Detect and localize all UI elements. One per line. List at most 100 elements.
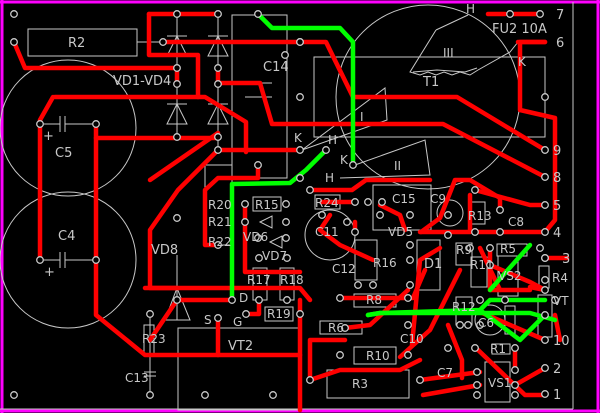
pad [241, 218, 249, 226]
pad [404, 294, 412, 302]
pad [92, 120, 100, 128]
pad [36, 120, 44, 128]
pad [159, 38, 167, 46]
pad [296, 93, 304, 101]
label-r5: R5 [500, 242, 516, 256]
pad [466, 244, 474, 252]
pin-k-right: K [518, 55, 527, 69]
pad [10, 38, 18, 46]
label-vd1-vd4: VD1-VD4 [113, 74, 171, 89]
pad [255, 296, 263, 304]
pin-k-mid: K [340, 153, 349, 167]
pad [146, 391, 154, 399]
label-fu2: FU2 10A [492, 22, 547, 37]
label-vd5: VD5 [388, 225, 413, 239]
pad [214, 80, 222, 88]
label-r18: R18 [280, 273, 304, 287]
label-r15: R15 [255, 198, 279, 212]
terminal-1: 1 [553, 388, 561, 403]
pad [541, 254, 549, 262]
label-r13: R13 [468, 209, 492, 223]
pad [511, 344, 519, 352]
plus-c5: + [43, 129, 54, 144]
label-r24: R24 [315, 196, 339, 210]
label-c6: C6 [478, 316, 494, 330]
label-d1: D1 [424, 257, 442, 272]
pad [464, 321, 472, 329]
label-r10: R10 [366, 349, 390, 363]
pad [214, 241, 222, 249]
label-c8: C8 [508, 215, 524, 229]
pad [541, 228, 549, 236]
label-r21: R21 [208, 215, 232, 229]
label-c11: C11 [315, 225, 339, 239]
pad [536, 244, 544, 252]
red-traces [11, 11, 570, 413]
label-r2: R2 [68, 36, 85, 51]
pad [254, 234, 262, 242]
label-r23: R23 [142, 332, 166, 346]
pad [511, 366, 519, 374]
c4-outline [0, 191, 137, 329]
pad [471, 228, 479, 236]
pad [541, 336, 549, 344]
pin-h-mid: H [328, 133, 337, 147]
label-r6: R6 [328, 321, 344, 335]
label-vd7: VD7 [262, 249, 287, 263]
pad [476, 321, 484, 329]
pad [541, 93, 549, 101]
pad [541, 286, 549, 294]
label-r8: R8 [366, 293, 382, 307]
label-r17: R17 [247, 273, 271, 287]
d1-body [416, 239, 441, 291]
pad [173, 10, 181, 18]
pad [282, 234, 290, 242]
label-r9: R9 [456, 243, 472, 257]
label-r3: R3 [352, 377, 368, 391]
terminal-10: 10 [553, 334, 570, 349]
label-c4: C4 [58, 229, 75, 244]
pad [228, 296, 236, 304]
pad [486, 244, 494, 252]
pad [281, 51, 289, 59]
label-c15: C15 [392, 192, 416, 206]
pad [541, 311, 549, 319]
pads [10, 10, 559, 399]
pad [282, 218, 290, 226]
c5-outline [0, 59, 137, 197]
pad [254, 10, 262, 18]
terminal-6: 6 [556, 36, 564, 51]
pad [318, 211, 326, 219]
label-r19: R19 [267, 307, 291, 321]
pad [511, 381, 519, 389]
pad [214, 64, 222, 72]
pad [351, 228, 359, 236]
pad [214, 146, 222, 154]
label-c12: C12 [332, 262, 356, 276]
pad [336, 294, 344, 302]
pin-k-left: K [294, 131, 303, 145]
pad [541, 201, 549, 209]
pad [416, 376, 424, 384]
pad [306, 376, 314, 384]
pad [473, 381, 481, 389]
label-c5: C5 [55, 146, 72, 161]
label-r22: R22 [208, 235, 232, 249]
pad [541, 364, 549, 372]
winding-2: II [394, 159, 401, 173]
pad [269, 391, 277, 399]
pad [476, 296, 484, 304]
pad [471, 344, 479, 352]
terminal-8: 8 [553, 171, 561, 186]
pin-h-top: H [466, 2, 475, 16]
pad [306, 186, 314, 194]
pad [501, 296, 509, 304]
pad [241, 200, 249, 208]
pad [406, 211, 414, 219]
terminal-7: 7 [556, 8, 564, 23]
pad [404, 351, 412, 359]
pad [406, 256, 414, 264]
pad [496, 206, 504, 214]
pad [473, 391, 481, 399]
